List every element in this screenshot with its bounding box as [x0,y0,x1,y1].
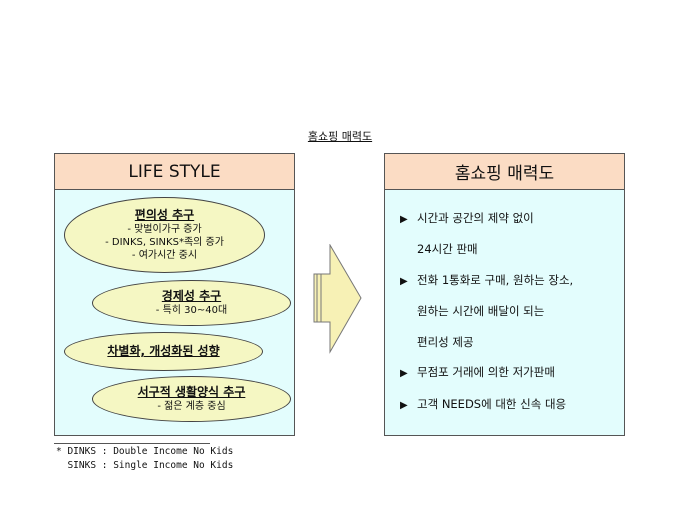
continuation-line: 24시간 판매 [417,242,478,256]
bullet-icon: ▶ [400,276,408,287]
footnote-sinks: SINKS : Single Income No Kids [56,460,234,471]
bullet-icon: ▶ [400,400,408,411]
bullet-icon: ▶ [400,368,408,379]
ellipse-line: - 맞벌이가구 증가 [127,224,202,235]
footnote-divider [54,443,210,444]
ellipse-heading: 편의성 추구 [134,208,195,222]
ellipse-line: - 여가시간 중시 [131,250,198,261]
ellipse-line: - 젊은 계층 중심 [157,401,226,412]
ellipse-economy: 경제성 추구 - 특히 30~40대 [92,280,291,326]
bullet-line: ▶무점포 거래에 의한 저가판매 [400,365,555,379]
footnote-dinks: * DINKS : Double Income No Kids [56,446,234,457]
ellipse-differentiation: 차별화, 개성화된 성향 [64,332,263,371]
continuation-line: 원하는 시간에 배달이 되는 [417,304,545,318]
lifestyle-header: LIFE STYLE [55,154,294,190]
bullet-line: ▶시간과 공간의 제약 없이 [400,211,534,225]
continuation-line: 편리성 제공 [417,335,474,349]
ellipse-line: - DINKS, SINKS*족의 증가 [105,237,224,248]
ellipse-convenience: 편의성 추구 - 맞벌이가구 증가 - DINKS, SINKS*족의 증가 -… [64,197,265,273]
ellipse-heading: 차별화, 개성화된 성향 [107,344,220,358]
diagram-title: 홈쇼핑 매력도 [307,130,373,143]
bullet-line: ▶고객 NEEDS에 대한 신속 대응 [400,397,567,411]
bullet-icon: ▶ [400,214,408,225]
right-arrow-icon [313,244,362,354]
ellipse-heading: 경제성 추구 [161,289,222,303]
ellipse-western-lifestyle: 서구적 생활양식 추구 - 젊은 계층 중심 [92,376,291,422]
lifestyle-box: LIFE STYLE 편의성 추구 - 맞벌이가구 증가 - DINKS, SI… [54,153,295,436]
ellipse-line: - 특히 30~40대 [155,305,228,316]
ellipse-heading: 서구적 생활양식 추구 [137,385,246,399]
attractiveness-box: 홈쇼핑 매력도 ▶시간과 공간의 제약 없이 24시간 판매 ▶전화 1통화로 … [384,153,625,436]
bullet-line: ▶전화 1통화로 구매, 원하는 장소, [400,273,574,287]
attractiveness-header: 홈쇼핑 매력도 [385,154,624,190]
